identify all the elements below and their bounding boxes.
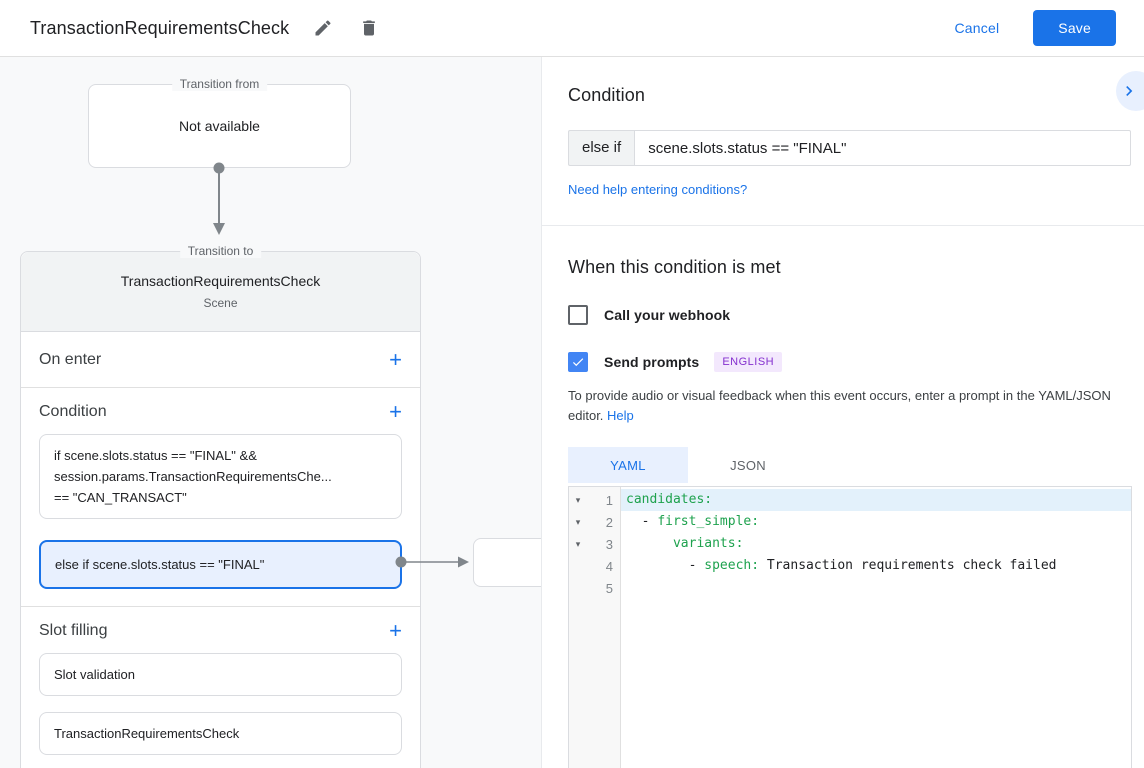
help-link[interactable]: Help [607,408,634,423]
yaml-key: candidates: [626,492,712,507]
webhook-label: Call your webhook [604,307,730,323]
condition-section: Condition + if scene.slots.status == "FI… [21,388,420,607]
line-number: 1 [587,493,620,508]
yaml-code-editor: ▾1▾2▾345 candidates: - first_simple: var… [568,486,1132,768]
fold-toggle-icon[interactable]: ▾ [569,495,587,506]
transition-to-legend: Transition to [180,244,262,258]
gutter-line: ▾2 [569,511,620,533]
pencil-icon [313,18,333,38]
condition-expression-row: else if [568,130,1131,166]
send-prompts-row[interactable]: Send prompts ENGLISH [568,352,1144,372]
condition-expression-input[interactable] [634,130,1131,166]
top-bar: TransactionRequirementsCheck Cancel Save [0,0,1144,57]
slot-item-validation[interactable]: Slot validation [39,653,402,696]
prompts-description-text: To provide audio or visual feedback when… [568,388,1111,423]
save-button[interactable]: Save [1033,10,1116,46]
editor-gutter: ▾1▾2▾345 [569,487,621,768]
add-on-enter-button[interactable]: + [389,350,402,370]
condition-item-if[interactable]: if scene.slots.status == "FINAL" && sess… [39,434,402,519]
yaml-text: - [626,514,657,529]
gutter-line: 5 [569,577,620,599]
condition-line: if scene.slots.status == "FINAL" && [54,445,387,466]
gutter-line: 4 [569,555,620,577]
slot-filling-section: Slot filling + Slot validation Transacti… [21,607,420,768]
editor-code-area[interactable]: candidates: - first_simple: variants: - … [621,487,1131,768]
condition-line: session.params.TransactionRequirementsCh… [54,466,387,487]
panel-divider [542,225,1144,226]
condition-line: == "CAN_TRANSACT" [54,487,387,508]
yaml-text [626,536,673,551]
yaml-text: - [626,558,704,573]
scene-node-subtitle: Scene [21,296,420,310]
fold-toggle-icon[interactable]: ▾ [569,539,587,550]
scene-diagram-canvas[interactable]: Transition from Not available Transition… [0,57,541,768]
condition-editor-panel: Condition else if Need help entering con… [541,57,1144,768]
yaml-key: first_simple: [657,514,759,529]
panel-title: Condition [568,85,1144,106]
language-badge: ENGLISH [714,352,782,372]
yaml-text: Transaction requirements check failed [767,558,1057,573]
code-line[interactable]: variants: [621,533,1131,555]
vertical-connector-arrow [212,161,226,239]
line-number: 5 [587,581,620,596]
scene-node-card: Transition to TransactionRequirementsChe… [20,251,421,768]
code-line[interactable]: - first_simple: [621,511,1131,533]
scene-node-title: TransactionRequirementsCheck [21,273,420,289]
send-prompts-label: Send prompts [604,354,699,370]
on-enter-label: On enter [39,351,101,369]
chevron-right-icon [1119,81,1139,101]
transition-from-node: Transition from Not available [88,84,351,168]
page-title: TransactionRequirementsCheck [30,18,289,39]
add-condition-button[interactable]: + [389,402,402,422]
when-met-heading: When this condition is met [568,257,1144,278]
plus-icon: + [389,347,402,372]
condition-prefix-label: else if [568,130,634,166]
line-number: 2 [587,515,620,530]
send-prompts-checkbox[interactable] [568,352,588,372]
condition-item-elseif-selected[interactable]: else if scene.slots.status == "FINAL" [39,540,402,589]
edit-scene-button[interactable] [311,16,335,40]
tab-json[interactable]: JSON [688,447,808,483]
conditions-help-link[interactable]: Need help entering conditions? [568,182,747,197]
line-number: 4 [587,559,620,574]
code-line[interactable]: candidates: [621,489,1131,511]
plus-icon: + [389,399,402,424]
condition-section-label: Condition [39,403,107,421]
webhook-checkbox[interactable] [568,305,588,325]
code-line[interactable] [621,577,1131,599]
yaml-key: speech: [704,558,767,573]
gutter-line: ▾1 [569,489,620,511]
add-slot-button[interactable]: + [389,621,402,641]
on-enter-section[interactable]: On enter + [21,332,420,388]
cancel-button[interactable]: Cancel [955,20,1000,36]
transition-from-content: Not available [89,85,350,167]
fold-toggle-icon[interactable]: ▾ [569,517,587,528]
call-webhook-row[interactable]: Call your webhook [568,305,1144,325]
slot-item-transaction[interactable]: TransactionRequirementsCheck [39,712,402,755]
delete-scene-button[interactable] [357,16,381,40]
slot-filling-label: Slot filling [39,622,107,640]
code-line[interactable]: - speech: Transaction requirements check… [621,555,1131,577]
yaml-key: variants: [673,536,743,551]
check-icon [571,355,585,369]
trash-icon [359,18,379,38]
scene-node-header[interactable]: TransactionRequirementsCheck Scene [21,252,420,332]
condition-line: else if scene.slots.status == "FINAL" [55,555,386,574]
editor-format-tabs: YAML JSON [568,447,1144,483]
horizontal-connector-arrow [394,554,474,570]
prompts-description: To provide audio or visual feedback when… [568,386,1138,426]
transition-target-node[interactable] [473,538,541,587]
line-number: 3 [587,537,620,552]
plus-icon: + [389,618,402,643]
tab-yaml[interactable]: YAML [568,447,688,483]
transition-from-legend: Transition from [172,77,268,91]
gutter-line: ▾3 [569,533,620,555]
